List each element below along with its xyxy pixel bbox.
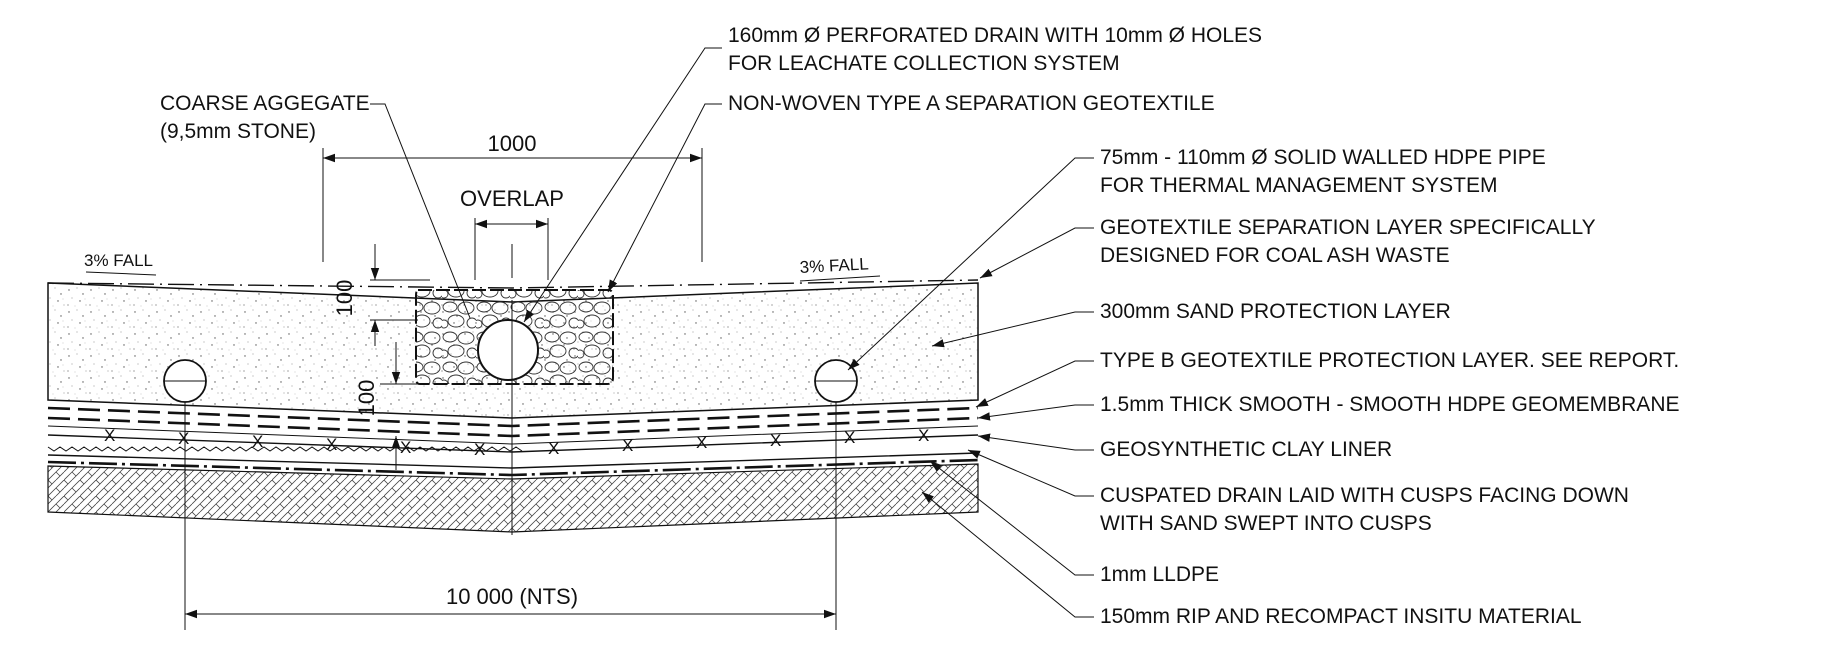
svg-text:FOR LEACHATE COLLECTION SYSTEM: FOR LEACHATE COLLECTION SYSTEM xyxy=(728,52,1120,75)
callout-rip-recompact: 150mm RIP AND RECOMPACT INSITU MATERIAL xyxy=(921,491,1582,628)
svg-text:NON-WOVEN TYPE A SEPARATION GE: NON-WOVEN TYPE A SEPARATION GEOTEXTILE xyxy=(728,92,1215,115)
svg-text:WITH SAND SWEPT INTO CUSPS: WITH SAND SWEPT INTO CUSPS xyxy=(1100,512,1432,535)
svg-text:1.5mm THICK SMOOTH - SMOOTH HD: 1.5mm THICK SMOOTH - SMOOTH HDPE GEOMEMB… xyxy=(1100,393,1680,416)
svg-text:X: X xyxy=(178,429,189,448)
svg-text:300mm SAND PROTECTION LAYER: 300mm SAND PROTECTION LAYER xyxy=(1100,300,1451,323)
callout-geotextile-separation: GEOTEXTILE SEPARATION LAYER SPECIFICALLY… xyxy=(979,216,1596,279)
svg-text:GEOTEXTILE SEPARATION LAYER SP: GEOTEXTILE SEPARATION LAYER SPECIFICALLY xyxy=(1100,216,1596,239)
gcl-x-markers: X X X X X X X X X X X X xyxy=(104,426,929,459)
svg-text:X: X xyxy=(104,426,115,445)
svg-text:X: X xyxy=(326,435,337,454)
fall-right: 3% FALL xyxy=(799,254,881,282)
dim-1000-label: 1000 xyxy=(488,131,537,156)
callout-clay-liner: GEOSYNTHETIC CLAY LINER xyxy=(977,433,1392,461)
dimension-top-width: 1000 xyxy=(322,131,703,262)
svg-text:X: X xyxy=(548,439,559,458)
callout-cuspated: CUSPATED DRAIN LAID WITH CUSPS FACING DO… xyxy=(967,449,1629,535)
callout-lldpe: 1mm LLDPE xyxy=(929,460,1219,586)
cuspated-drain xyxy=(47,446,523,452)
svg-text:100: 100 xyxy=(354,380,379,417)
svg-text:X: X xyxy=(696,433,707,452)
callout-sand-protection: 300mm SAND PROTECTION LAYER xyxy=(931,300,1451,348)
callout-hdpe-pipe: 75mm - 110mm Ø SOLID WALLED HDPE PIPE FO… xyxy=(847,146,1546,371)
callout-type-b: TYPE B GEOTEXTILE PROTECTION LAYER. SEE … xyxy=(975,349,1679,408)
callout-coarse-aggregate: COARSE AGGEGATE (9,5mm STONE) xyxy=(160,92,471,319)
svg-text:3% FALL: 3% FALL xyxy=(84,251,153,270)
svg-text:75mm - 110mm Ø SOLID WALLED HD: 75mm - 110mm Ø SOLID WALLED HDPE PIPE xyxy=(1100,146,1546,169)
svg-text:COARSE AGGEGATE: COARSE AGGEGATE xyxy=(160,92,370,115)
dimension-bottom-width: 10 000 (NTS) xyxy=(184,402,837,630)
svg-text:X: X xyxy=(474,440,485,459)
svg-text:150mm RIP AND RECOMPACT INSITU: 150mm RIP AND RECOMPACT INSITU MATERIAL xyxy=(1100,605,1582,628)
svg-text:X: X xyxy=(844,428,855,447)
svg-text:X: X xyxy=(918,426,929,445)
svg-text:GEOSYNTHETIC CLAY LINER: GEOSYNTHETIC CLAY LINER xyxy=(1100,438,1392,461)
overlap-label: OVERLAP xyxy=(460,186,564,211)
callout-perforated-drain: 160mm Ø PERFORATED DRAIN WITH 10mm Ø HOL… xyxy=(523,24,1262,323)
svg-text:CUSPATED DRAIN LAID WITH CUSPS: CUSPATED DRAIN LAID WITH CUSPS FACING DO… xyxy=(1100,484,1629,507)
svg-text:X: X xyxy=(622,436,633,455)
dimension-overlap: OVERLAP xyxy=(460,186,564,280)
fall-left: 3% FALL xyxy=(84,251,157,276)
perforated-drain-pipe xyxy=(477,319,539,381)
svg-text:1mm LLDPE: 1mm LLDPE xyxy=(1100,563,1219,586)
svg-text:FOR THERMAL MANAGEMENT SYSTEM: FOR THERMAL MANAGEMENT SYSTEM xyxy=(1100,174,1498,197)
svg-text:X: X xyxy=(252,432,263,451)
svg-text:DESIGNED FOR COAL ASH WASTE: DESIGNED FOR COAL ASH WASTE xyxy=(1100,244,1450,267)
svg-text:160mm Ø PERFORATED DRAIN WITH: 160mm Ø PERFORATED DRAIN WITH 10mm Ø HOL… xyxy=(728,24,1262,47)
svg-text:TYPE B GEOTEXTILE PROTECTION: TYPE B GEOTEXTILE PROTECTION LAYER. SEE … xyxy=(1100,349,1679,372)
callout-geomembrane: 1.5mm THICK SMOOTH - SMOOTH HDPE GEOMEMB… xyxy=(977,393,1680,421)
callout-non-woven: NON-WOVEN TYPE A SEPARATION GEOTEXTILE xyxy=(607,92,1215,293)
svg-text:X: X xyxy=(400,438,411,457)
dimension-depth-upper: 100 xyxy=(332,244,430,346)
dimension-depth-lower: 100 xyxy=(354,342,420,470)
svg-text:X: X xyxy=(770,431,781,450)
svg-text:100: 100 xyxy=(332,280,357,317)
bottom-width-label: 10 000 (NTS) xyxy=(446,584,578,609)
svg-text:(9,5mm STONE): (9,5mm STONE) xyxy=(160,120,316,143)
svg-text:3% FALL: 3% FALL xyxy=(799,254,869,277)
waste-surface-line xyxy=(47,279,979,289)
